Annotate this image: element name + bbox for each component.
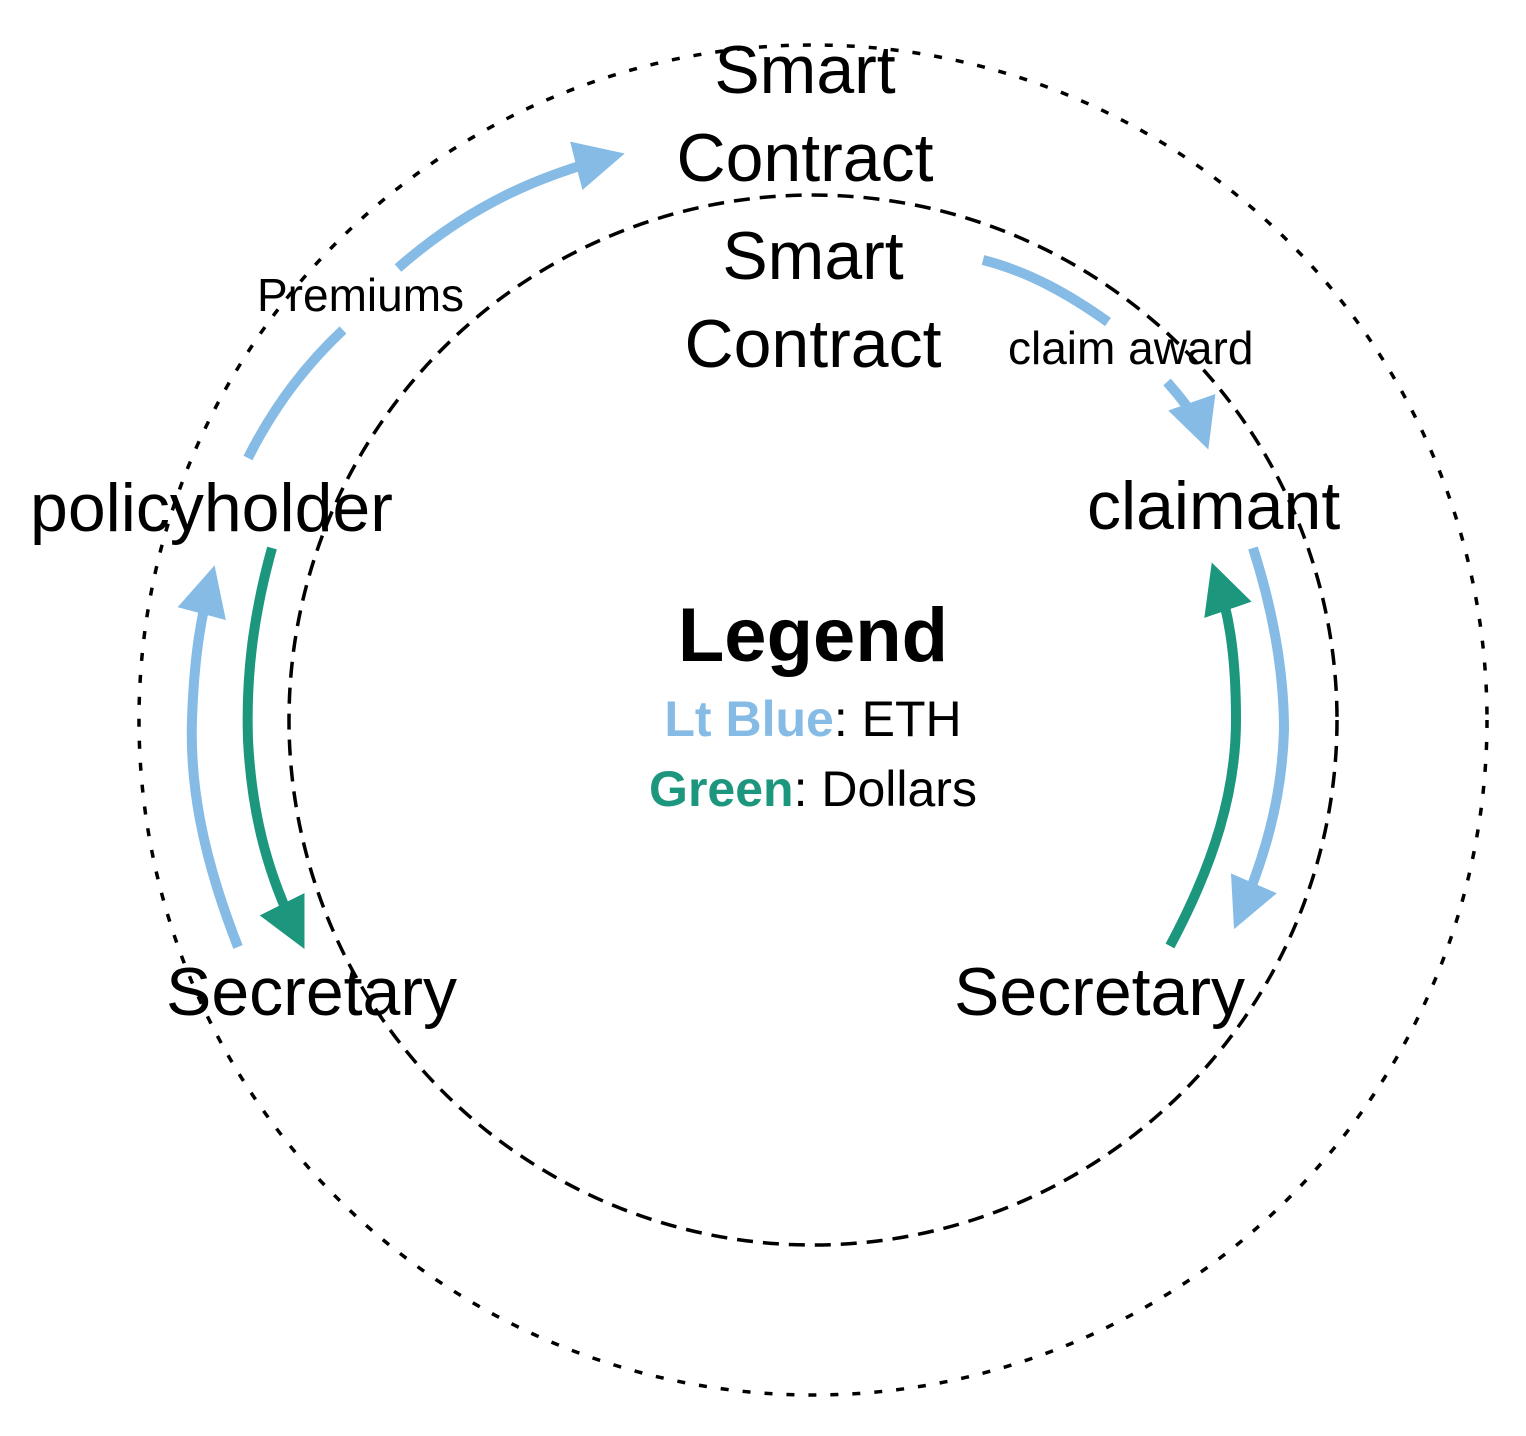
outer-ring	[137, 43, 1489, 1397]
claim-award-arrow-lower	[1163, 378, 1216, 450]
eth-arrow-secretary-to-policyholder	[177, 565, 243, 949]
claim-award-arrow-upper	[981, 255, 1111, 327]
premiums-arrow-upper	[394, 141, 625, 272]
outer-smart-contract-line2: Contract	[676, 120, 934, 196]
secretary-right-node: Secretary	[954, 954, 1245, 1030]
legend-value-eth: ETH	[861, 691, 962, 747]
legend-key-eth: Lt Blue	[664, 691, 834, 747]
legend: Legend Lt Blue: ETH Green: Dollars	[563, 593, 1063, 815]
legend-item-dollars: Green: Dollars	[563, 764, 1063, 814]
inner-smart-contract-node: Smart Contract	[648, 222, 978, 378]
legend-title: Legend	[677, 593, 949, 678]
inner-ring	[287, 193, 1339, 1247]
claimant-node: claimant	[1087, 468, 1341, 544]
claim-award-label: claim award	[1008, 322, 1254, 374]
dollars-arrow-secretary-to-claimant	[1165, 562, 1252, 949]
premiums-label: Premiums	[257, 269, 465, 321]
outer-smart-contract-line1: Smart	[714, 32, 896, 108]
legend-key-dollars: Green	[649, 761, 794, 817]
dollars-arrow-policyholder-to-secretary	[242, 546, 305, 949]
outer-smart-contract-node: Smart Contract	[640, 36, 970, 192]
secretary-left-node: Secretary	[166, 954, 457, 1030]
legend-sep-eth: :	[833, 691, 862, 747]
legend-sep-dollars: :	[793, 761, 822, 817]
inner-smart-contract-line1: Smart	[722, 218, 904, 294]
premiums-arrow-lower	[243, 326, 347, 461]
inner-smart-contract-line2: Contract	[684, 306, 942, 382]
legend-item-eth: Lt Blue: ETH	[563, 694, 1063, 764]
legend-value-dollars: Dollars	[821, 761, 977, 817]
eth-arrow-claimant-to-secretary	[1230, 546, 1290, 930]
policyholder-node: policyholder	[30, 470, 393, 546]
